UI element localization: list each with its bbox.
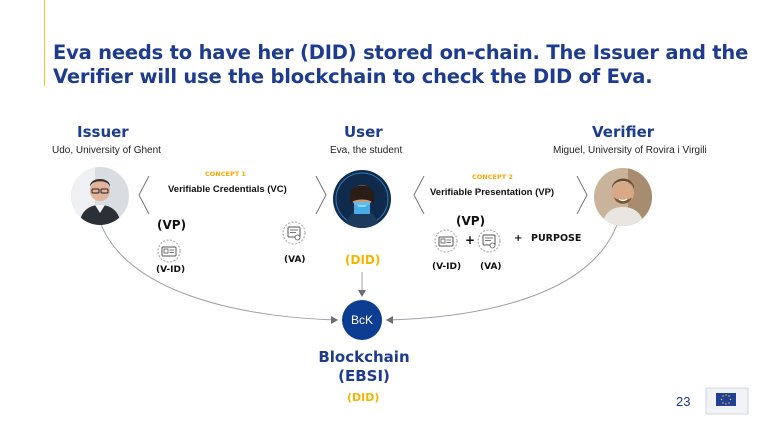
document-check-icon — [282, 221, 306, 245]
blockchain-did-label: (DID) — [347, 391, 380, 404]
chevron-left-1-icon — [138, 175, 150, 215]
user-role: User — [344, 123, 383, 141]
id-card-icon — [157, 239, 181, 263]
user-avatar — [333, 170, 391, 228]
page-number: 23 — [676, 394, 691, 409]
user-name: Eva, the student — [330, 145, 403, 156]
chevron-left-2-icon — [413, 175, 425, 215]
issuer-role: Issuer — [77, 123, 129, 141]
chevron-right-1-icon — [315, 175, 327, 215]
vid-right-label: (V-ID) — [432, 262, 462, 272]
concept1-label: Verifiable Credentials (VC) — [168, 184, 287, 195]
blockchain-title-line1: Blockchain — [318, 348, 410, 366]
purpose-label: PURPOSE — [531, 233, 582, 244]
concept2-label: Verifiable Presentation (VP) — [430, 187, 555, 198]
plus-1: + — [465, 233, 476, 247]
plus-2: + — [514, 233, 523, 244]
issuer-avatar — [71, 167, 129, 225]
concept2-tag: CONCEPT 2 — [472, 173, 513, 181]
verifier-avatar — [594, 168, 652, 226]
vid-left-label: (V-ID) — [156, 265, 186, 275]
user-did-label: (DID) — [345, 253, 381, 267]
vp-right-label: (VP) — [456, 214, 486, 228]
blockchain-title-line2: (EBSI) — [338, 367, 390, 385]
accent-line — [44, 0, 45, 86]
issuer-name: Udo, University of Ghent — [52, 145, 161, 156]
va-left-label: (VA) — [284, 255, 306, 265]
id-card-icon — [434, 229, 458, 253]
vp-left-label: (VP) — [157, 218, 187, 232]
verifier-name: Miguel, University of Rovira i Virgili — [553, 145, 707, 156]
blockchain-title: Blockchain (EBSI) — [300, 348, 428, 386]
eu-flag-icon — [705, 387, 749, 415]
slide-title: Eva needs to have her (DID) stored on-ch… — [53, 41, 749, 88]
va-right-label: (VA) — [480, 262, 502, 272]
document-check-icon — [477, 229, 501, 253]
verifier-role: Verifier — [592, 123, 655, 141]
blockchain-node: BcK — [342, 300, 382, 340]
chevron-right-2-icon — [576, 175, 588, 215]
concept1-tag: CONCEPT 1 — [205, 170, 246, 178]
